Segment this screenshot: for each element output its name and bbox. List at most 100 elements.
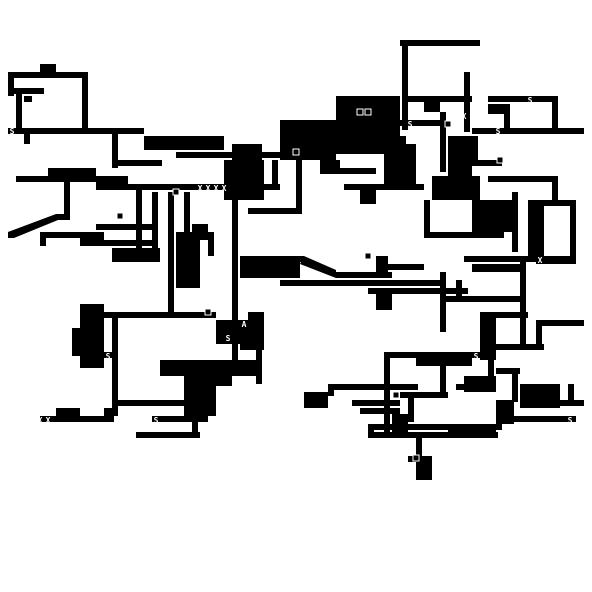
spawn-marker: S — [568, 416, 573, 425]
corridor — [352, 400, 400, 406]
corridor — [240, 344, 264, 350]
corridor — [368, 424, 448, 430]
hazard-marker: X — [38, 416, 43, 425]
room-block — [224, 160, 264, 200]
corridor — [400, 120, 440, 126]
corridor — [16, 88, 22, 130]
room-block — [376, 256, 388, 276]
hazard-marker: X — [210, 272, 215, 281]
corridor — [504, 104, 510, 132]
corridor — [232, 192, 238, 292]
corridor — [408, 392, 414, 422]
corridor — [488, 96, 558, 102]
corridor — [40, 232, 100, 238]
corridor — [496, 368, 520, 374]
corridor — [456, 280, 462, 300]
room-block — [320, 160, 340, 174]
room-block — [216, 320, 248, 344]
spawn-marker: S — [408, 120, 413, 129]
corridor — [472, 264, 522, 272]
corridor — [112, 312, 118, 416]
hazard-marker: X — [46, 424, 51, 433]
corridor — [536, 200, 576, 206]
room-block — [448, 136, 472, 176]
corridor — [24, 134, 30, 144]
corridor — [112, 160, 162, 166]
corridor — [368, 432, 498, 438]
room-block — [360, 190, 376, 204]
corridor — [256, 344, 262, 384]
hazard-marker: X — [214, 184, 219, 193]
spawn-marker: S — [146, 200, 151, 209]
hazard-marker: X — [46, 416, 51, 425]
room-block — [192, 224, 208, 240]
room-block — [472, 200, 512, 232]
room-block — [416, 352, 472, 366]
corridor — [96, 240, 156, 246]
chest-marker — [496, 156, 504, 164]
room-block — [96, 176, 128, 190]
corridor — [368, 424, 374, 438]
corridor — [56, 408, 80, 418]
corridor — [400, 40, 480, 46]
hazard-marker: X — [202, 272, 207, 281]
corridor — [240, 256, 304, 262]
spawn-marker: S — [528, 96, 533, 105]
room-block — [480, 312, 496, 360]
corridor — [184, 192, 190, 232]
room-block — [528, 200, 544, 256]
corridor — [248, 208, 302, 214]
chest-marker — [364, 108, 372, 116]
hazard-marker: X — [454, 112, 459, 121]
corridor — [40, 416, 112, 422]
hazard-marker: X — [222, 184, 227, 193]
corridor — [536, 320, 542, 348]
corridor — [336, 272, 392, 278]
spawn-marker: S — [466, 264, 471, 273]
corridor — [136, 184, 142, 248]
corridor — [112, 128, 118, 168]
corridor — [520, 256, 526, 346]
hazard-marker: X — [210, 280, 215, 289]
corridor — [112, 400, 192, 406]
corridor — [16, 176, 126, 182]
chest-marker — [356, 108, 364, 116]
corridor — [64, 176, 70, 220]
corridor — [512, 192, 518, 252]
chest-marker — [364, 252, 372, 260]
hazard-marker: X — [206, 184, 211, 193]
room-block — [500, 400, 514, 424]
corridor — [512, 368, 518, 402]
chest-marker — [172, 188, 180, 196]
corridor — [440, 296, 520, 302]
spawn-marker: S — [10, 127, 15, 136]
corridor — [128, 184, 228, 190]
corridor — [440, 112, 446, 172]
room-block — [184, 376, 232, 386]
corridor — [8, 214, 64, 238]
corridor — [424, 200, 430, 234]
hazard-marker: X — [494, 288, 499, 297]
hazard-marker: X — [198, 184, 203, 193]
room-block — [448, 424, 496, 438]
room-block — [240, 262, 300, 278]
corridor — [8, 72, 14, 96]
corridor — [488, 312, 528, 318]
corridor — [208, 232, 214, 256]
corridor — [112, 248, 160, 262]
corridor — [152, 416, 208, 422]
corridor — [440, 272, 446, 332]
room-block — [432, 176, 480, 200]
corridor — [488, 360, 494, 380]
spawn-marker: S — [434, 225, 439, 234]
corridor — [536, 320, 584, 326]
room-block — [304, 392, 328, 408]
chest-marker — [444, 120, 452, 128]
chest-marker — [392, 391, 400, 399]
room-block — [424, 100, 440, 112]
room-block — [336, 96, 400, 136]
spawn-marker: S — [514, 336, 519, 345]
spawn-marker: S — [226, 334, 231, 343]
hazard-marker: X — [534, 264, 539, 273]
